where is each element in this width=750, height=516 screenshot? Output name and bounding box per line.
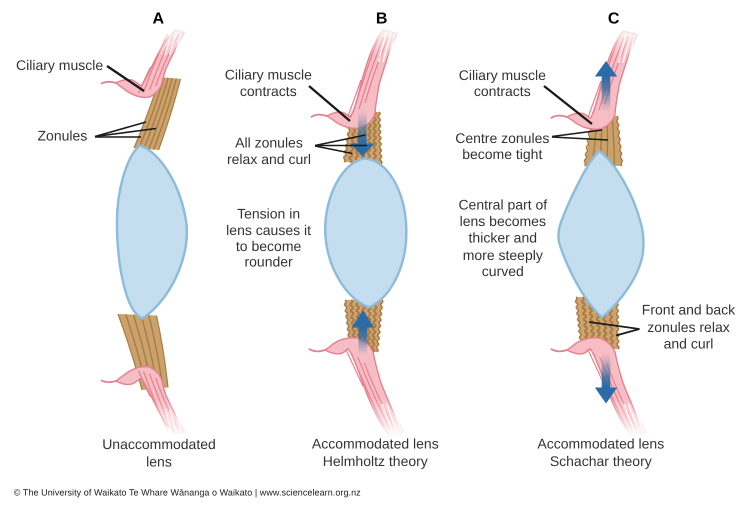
svg-text:become tight: become tight bbox=[462, 146, 542, 162]
svg-text:zonules relax: zonules relax bbox=[647, 319, 730, 335]
svg-text:contracts: contracts bbox=[240, 83, 297, 99]
svg-text:Helmholtz theory: Helmholtz theory bbox=[323, 453, 428, 469]
svg-text:All zonules: All zonules bbox=[235, 135, 303, 151]
svg-text:lens causes it: lens causes it bbox=[226, 222, 311, 238]
svg-text:Schachar theory: Schachar theory bbox=[550, 453, 652, 469]
svg-text:Ciliary muscle: Ciliary muscle bbox=[16, 57, 103, 73]
svg-text:Unaccommodated: Unaccommodated bbox=[102, 436, 216, 452]
svg-text:thicker and: thicker and bbox=[469, 230, 537, 246]
svg-text:A: A bbox=[153, 11, 165, 28]
svg-text:Front and back: Front and back bbox=[642, 301, 736, 317]
svg-text:Ciliary muscle: Ciliary muscle bbox=[459, 67, 546, 83]
svg-text:C: C bbox=[608, 11, 620, 28]
svg-text:and curl: and curl bbox=[664, 335, 714, 351]
svg-text:rounder: rounder bbox=[244, 253, 293, 269]
svg-text:B: B bbox=[376, 11, 388, 28]
svg-text:© The University of Waikato Te: © The University of Waikato Te Whare Wān… bbox=[14, 488, 361, 498]
svg-text:Tension in: Tension in bbox=[237, 206, 300, 222]
svg-text:Central part of: Central part of bbox=[458, 197, 547, 213]
svg-text:contracts: contracts bbox=[474, 83, 531, 99]
svg-text:Accommodated lens: Accommodated lens bbox=[312, 436, 439, 452]
svg-text:lens: lens bbox=[146, 454, 172, 470]
svg-text:Ciliary muscle: Ciliary muscle bbox=[225, 67, 312, 83]
svg-text:Centre zonules: Centre zonules bbox=[455, 130, 549, 146]
svg-text:lens becomes: lens becomes bbox=[460, 213, 546, 229]
svg-text:Zonules: Zonules bbox=[38, 128, 88, 144]
svg-text:to become: to become bbox=[236, 238, 302, 254]
svg-text:Accommodated lens: Accommodated lens bbox=[537, 436, 664, 452]
svg-text:more steeply: more steeply bbox=[463, 247, 543, 263]
svg-text:curved: curved bbox=[482, 263, 524, 279]
svg-text:relax and curl: relax and curl bbox=[227, 151, 311, 167]
